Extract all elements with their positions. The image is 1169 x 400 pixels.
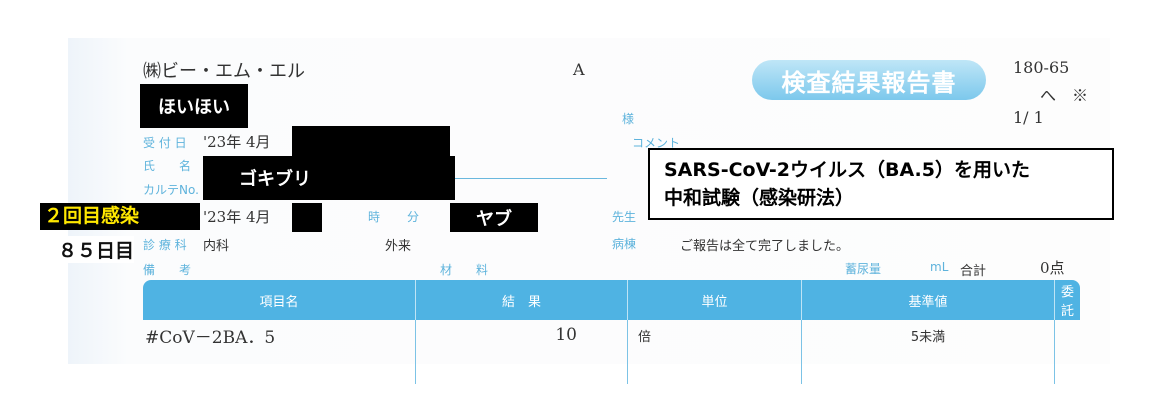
status-text: ご報告は全て完了しました。 <box>680 239 850 254</box>
cell-reference: 5未満 <box>801 320 1055 350</box>
table-row-empty <box>143 350 1080 384</box>
infection-label: ２回目感染 <box>40 203 200 230</box>
comment-label: コメント <box>632 136 681 150</box>
comment-box: SARS-CoV-2ウイルス（BA.5）を用いた 中和試験（感染研法） <box>648 148 1114 220</box>
total-value: 0点 <box>1040 259 1065 277</box>
page-number: 1/ 1 <box>1013 108 1044 127</box>
header-item: 項目名 <box>143 280 416 320</box>
material-label: 材 料 <box>440 263 489 277</box>
cell-outsourced <box>1054 320 1080 350</box>
results-table: 項目名 結 果 単位 基準値 委託 #CoV－2BA．5 10 倍 5未満 <box>143 280 1080 384</box>
header-outsourced: 委託 <box>1054 280 1080 320</box>
dept-label: 診 療 科 <box>143 238 187 252</box>
header-result: 結 果 <box>415 280 628 320</box>
comment-line-1: SARS-CoV-2ウイルス（BA.5）を用いた <box>664 159 1030 181</box>
header-reference: 基準値 <box>801 280 1055 320</box>
doctor-redaction: ヤブ <box>450 203 538 232</box>
patient-redaction: ゴキブリ <box>203 156 455 200</box>
cell-unit: 倍 <box>627 320 802 350</box>
table-row: #CoV－2BA．5 10 倍 5未満 <box>143 320 1080 350</box>
minute-label: 分 <box>407 210 420 224</box>
report-title: 検査結果報告書 <box>752 60 986 100</box>
days-label: ８５日目 <box>58 236 135 263</box>
cell-result: 10 <box>415 320 628 350</box>
header-unit: 単位 <box>627 280 802 320</box>
remarks-label: 備 考 <box>143 263 192 277</box>
dept-value: 内科 <box>203 239 230 254</box>
sensei-label: 先生 <box>612 210 637 224</box>
ward-label: 病棟 <box>612 237 637 251</box>
chart-label: カルテNo. <box>143 183 199 197</box>
grade: A <box>573 60 585 79</box>
clinic-redaction: ほいほい <box>140 84 248 128</box>
urine-label: 蓄尿量 <box>845 262 882 276</box>
comment-line-2: 中和試験（感染研法） <box>664 187 855 209</box>
hour-label: 時 <box>368 210 381 224</box>
date-redaction <box>292 203 322 232</box>
name-label: 氏 名 <box>143 159 192 173</box>
company-name: ㈱ビー・エム・エル <box>143 61 305 82</box>
name-underline <box>455 178 607 179</box>
outpatient-value: 外来 <box>385 239 412 254</box>
received-label: 受 付 日 <box>143 136 187 150</box>
received-value: '23年 4月 <box>203 133 271 151</box>
marks: へ ※ <box>1040 86 1089 105</box>
sama-label: 様 <box>622 112 635 126</box>
collected-value: '23年 4月 <box>203 208 271 226</box>
report-code: 180-65 <box>1013 58 1070 77</box>
ml-label: mL <box>930 260 949 274</box>
table-header: 項目名 結 果 単位 基準値 委託 <box>143 280 1080 320</box>
cell-item: #CoV－2BA．5 <box>145 327 276 348</box>
total-label: 合計 <box>960 264 987 279</box>
